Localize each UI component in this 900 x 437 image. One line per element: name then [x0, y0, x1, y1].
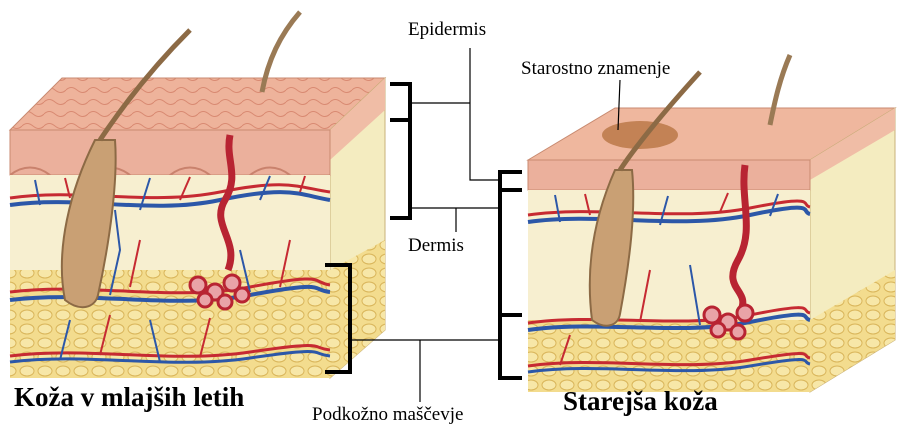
- young-dermis-bracket: [390, 120, 410, 218]
- young-skin-caption: Koža v mlajših letih: [14, 384, 244, 411]
- fat-leader: [350, 340, 500, 402]
- older-skin-block: [528, 55, 895, 392]
- older-epidermis-layer: [528, 160, 810, 190]
- young-dermis-layer: [10, 175, 330, 270]
- young-epidermis-bracket: [390, 84, 410, 120]
- young-top-surface: [10, 78, 385, 130]
- age-spot-label: Starostno znamenje: [521, 59, 670, 78]
- epidermis-label: Epidermis: [408, 20, 486, 39]
- young-skin-block: [10, 12, 385, 378]
- older-skin-caption: Starejša koža: [563, 388, 718, 415]
- dermis-label: Dermis: [408, 236, 464, 255]
- dermis-leader: [410, 208, 500, 232]
- subcutaneous-fat-label: Podkožno maščevje: [312, 405, 463, 424]
- older-epidermis-bracket: [500, 172, 522, 190]
- older-fat-bracket: [500, 315, 522, 378]
- young-epidermis-layer: [10, 130, 330, 175]
- older-dermis-bracket: [500, 190, 522, 315]
- epidermis-leader: [410, 48, 500, 180]
